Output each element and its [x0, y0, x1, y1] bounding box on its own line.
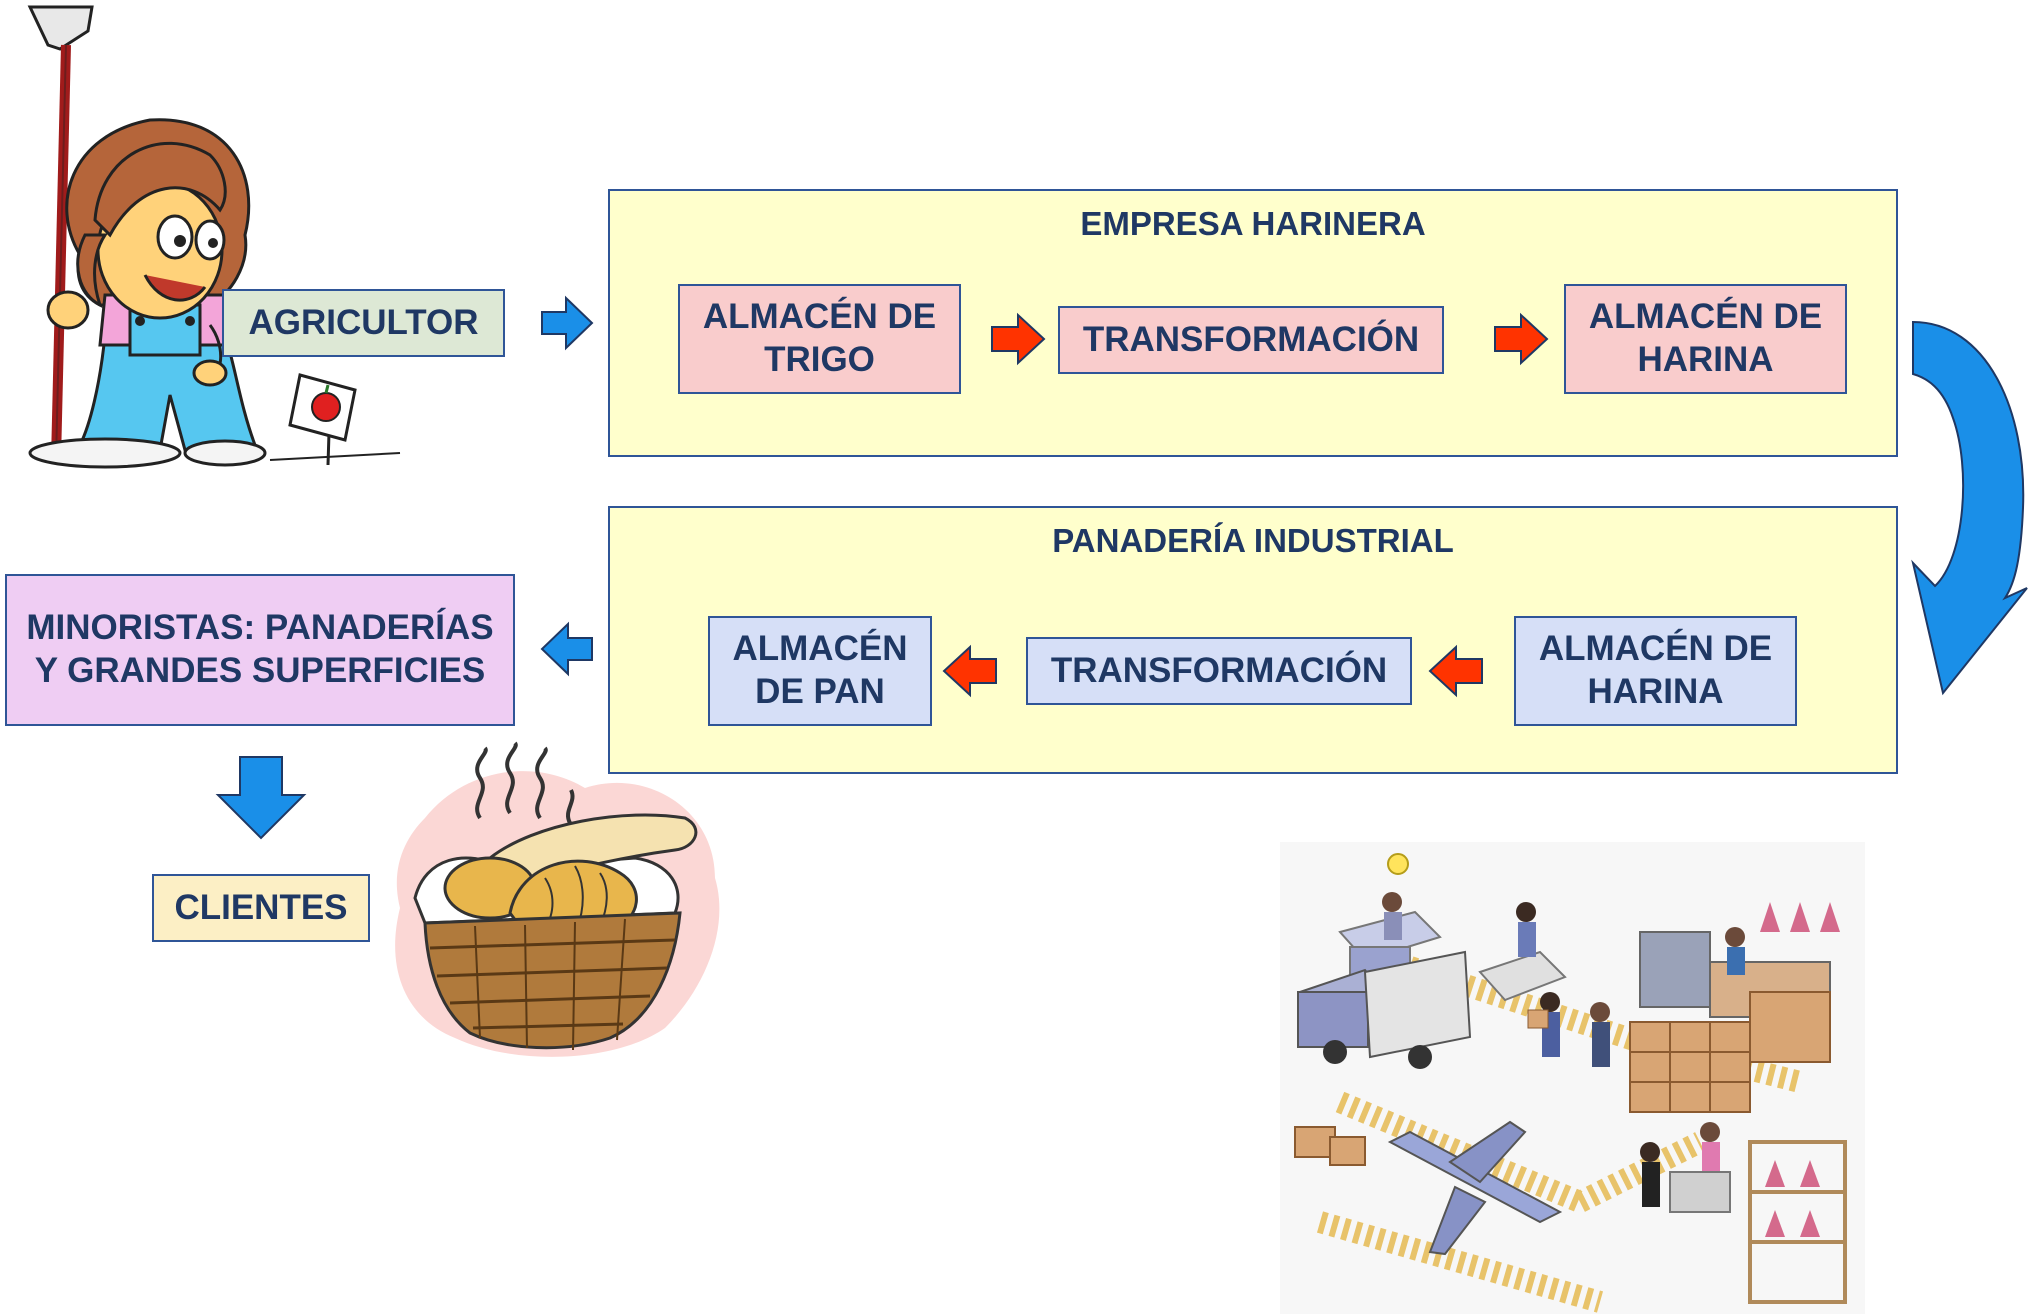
transformacion-harinera-box: TRANSFORMACIÓN: [1058, 306, 1444, 374]
almacen-harina-panaderia-label: ALMACÉN DE HARINA: [1538, 629, 1773, 711]
transformacion-panaderia-label: TRANSFORMACIÓN: [1050, 650, 1388, 690]
arrow-left-icon: [1428, 644, 1483, 698]
empresa-harinera-title: EMPRESA HARINERA: [1080, 205, 1426, 242]
agricultor-label: AGRICULTOR: [248, 302, 479, 342]
panaderia-industrial-title: PANADERÍA INDUSTRIAL: [1052, 522, 1454, 559]
minoristas-label: MINORISTAS: PANADERÍAS Y GRANDES SUPERFI…: [26, 608, 494, 690]
arrow-down-icon: [215, 756, 307, 840]
arrow-right-icon: [1494, 312, 1549, 366]
minoristas-box: MINORISTAS: PANADERÍAS Y GRANDES SUPERFI…: [5, 574, 515, 726]
clientes-box: CLIENTES: [152, 874, 370, 942]
almacen-harina-empresa-label: ALMACÉN DE HARINA: [1588, 297, 1823, 379]
curved-arrow-icon: [1911, 320, 2028, 696]
almacen-harina-empresa-box: ALMACÉN DE HARINA: [1564, 284, 1847, 394]
arrow-right-icon: [541, 295, 594, 351]
almacen-trigo-box: ALMACÉN DE TRIGO: [678, 284, 961, 394]
almacen-trigo-label: ALMACÉN DE TRIGO: [702, 297, 937, 379]
almacen-pan-label: ALMACÉN DE PAN: [732, 629, 908, 711]
farmer-illustration: [27, 5, 401, 469]
transformacion-harinera-label: TRANSFORMACIÓN: [1082, 319, 1420, 359]
arrow-right-icon: [991, 312, 1046, 366]
clientes-label: CLIENTES: [174, 887, 348, 927]
agricultor-box: AGRICULTOR: [222, 289, 505, 357]
transformacion-panaderia-box: TRANSFORMACIÓN: [1026, 637, 1412, 705]
bread-basket-illustration: [395, 741, 720, 1057]
arrow-left-icon: [942, 644, 997, 698]
almacen-harina-panaderia-box: ALMACÉN DE HARINA: [1514, 616, 1797, 726]
almacen-pan-box: ALMACÉN DE PAN: [708, 616, 932, 726]
arrow-left-icon: [540, 621, 593, 677]
factory-logistics-illustration: [1280, 842, 1865, 1314]
